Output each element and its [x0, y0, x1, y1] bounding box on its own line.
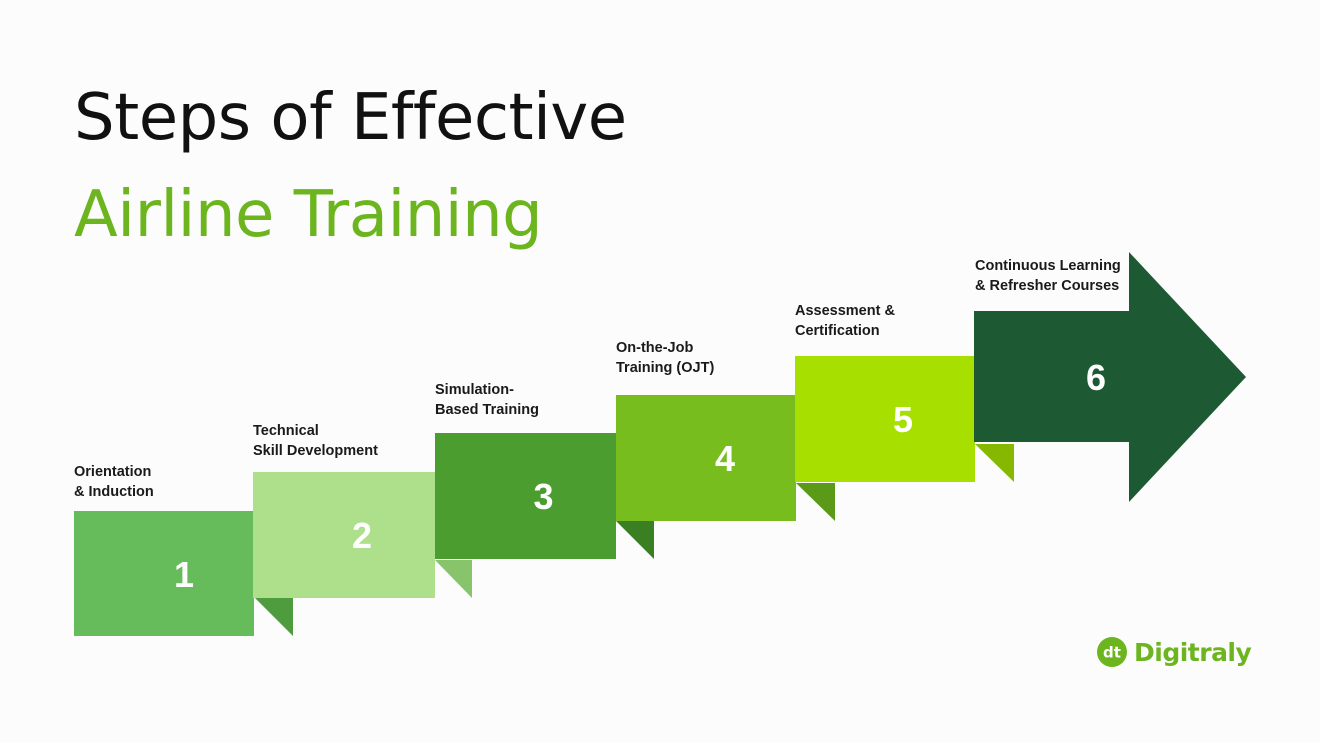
svg-text:dt: dt: [1103, 644, 1121, 662]
step-1-label: Orientation & Induction: [74, 464, 154, 500]
step-6-label: Continuous Learning & Refresher Courses: [975, 258, 1121, 294]
step-4: 4: [616, 395, 835, 521]
step-4-label: On-the-Job Training (OJT): [616, 340, 715, 376]
step-3-fold: [616, 521, 654, 559]
step-1-number: 1: [173, 553, 195, 595]
step-3-number: 3: [533, 476, 554, 517]
step-2-label: Technical Skill Development: [253, 423, 378, 459]
step-5: 5: [795, 356, 1014, 482]
step-6-arrow: [974, 252, 1246, 502]
step-2-fold: [435, 560, 472, 598]
step-2-number: 2: [351, 515, 373, 556]
digitraly-logo: dt Digitraly: [1096, 634, 1252, 670]
digitraly-logo-mark: dt: [1097, 637, 1127, 667]
step-4-fold: [796, 483, 835, 521]
step-3-label: Simulation- Based Training: [435, 382, 539, 418]
digitraly-logo-text: Digitraly: [1134, 637, 1252, 667]
step-1-fold: [254, 597, 293, 636]
title-line-2: Airline Training: [74, 178, 543, 252]
step-5-label: Assessment & Certification: [795, 303, 895, 339]
step-2: 2: [253, 472, 472, 598]
step-3: 3: [435, 433, 654, 559]
step-5-number: 5: [892, 399, 914, 440]
step-6-number: 6: [1085, 357, 1107, 398]
title-line-1: Steps of Effective: [74, 81, 627, 155]
step-5-fold: [975, 444, 1014, 482]
step-1: 1: [74, 511, 293, 636]
step-4-number: 4: [714, 438, 736, 479]
